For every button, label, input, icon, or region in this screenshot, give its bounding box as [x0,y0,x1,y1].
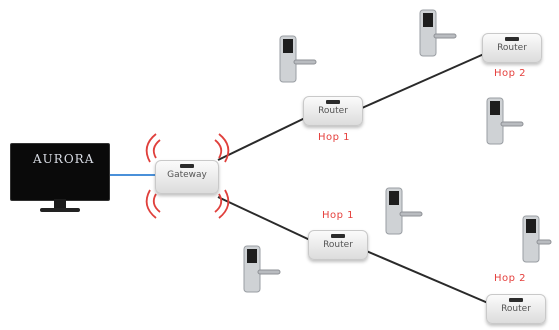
door-lock-icon [385,187,423,235]
link-router1-router2 [361,53,485,109]
door-lock-icon [522,215,552,263]
router-label: Router [323,240,353,250]
router-label: Router [497,43,527,53]
brand-mark [180,164,194,168]
router-label: Router [501,304,531,314]
brand-mark [509,298,523,302]
link-gateway-router1 [217,117,306,161]
brand-mark [505,37,519,41]
hop-label: Hop 2 [494,273,527,284]
monitor-icon: AURORA [10,143,110,223]
router-device-icon: Router [486,294,546,324]
door-lock-icon [419,9,457,57]
monitor-screen: AURORA [10,143,110,201]
gateway-device-icon: Gateway [155,160,219,194]
door-lock-icon [486,97,524,145]
door-lock-icon [243,245,281,293]
brand-mark [331,234,345,238]
aurora-logo: AURORA [33,152,95,166]
wireless-signal-icon [145,133,230,219]
router-device-icon: Router [303,96,363,126]
brand-mark [326,100,340,104]
hop-label: Hop 2 [494,68,527,79]
door-lock-icon [279,35,317,83]
gateway-label: Gateway [167,170,207,180]
monitor-base [40,208,80,212]
router-label: Router [318,106,348,116]
link-router3-router4 [363,249,489,304]
router-device-icon: Router [482,33,542,63]
hop-label: Hop 1 [322,210,355,221]
hop-label: Hop 1 [318,132,351,143]
link-gateway-router3 [217,196,311,241]
router-device-icon: Router [308,230,368,260]
monitor-stand [54,199,66,209]
